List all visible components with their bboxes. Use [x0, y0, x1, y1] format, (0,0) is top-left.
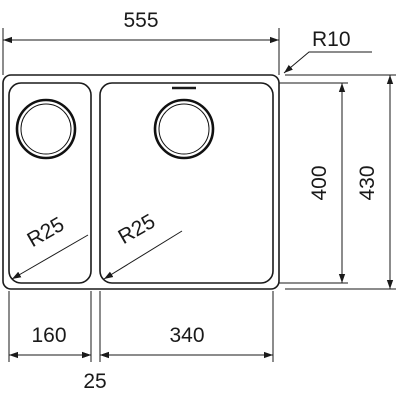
large-basin-drain-ring — [158, 103, 210, 155]
basin-height-label: 400 — [308, 165, 331, 200]
small-basin-drain-icon — [15, 98, 77, 160]
large-basin-radius-label: R25 — [114, 210, 159, 249]
large-basin — [99, 82, 274, 284]
corner-radius-leader — [283, 51, 372, 74]
sink-outline — [2, 74, 280, 290]
large-basin-drain-icon — [153, 98, 215, 160]
large-basin-width-label: 340 — [169, 324, 204, 347]
small-basin-radius-leader — [11, 234, 89, 280]
small-basin-radius-label: R25 — [23, 213, 68, 252]
overall-width-label: 555 — [123, 9, 158, 32]
corner-radius-label: R10 — [312, 28, 351, 51]
divider-width-label: 25 — [83, 370, 106, 393]
overall-height-label: 430 — [356, 165, 379, 200]
small-basin — [8, 82, 92, 284]
small-basin-drain-ring — [20, 103, 72, 155]
small-basin-width-label: 160 — [31, 324, 66, 347]
large-basin-radius-leader — [103, 230, 183, 280]
